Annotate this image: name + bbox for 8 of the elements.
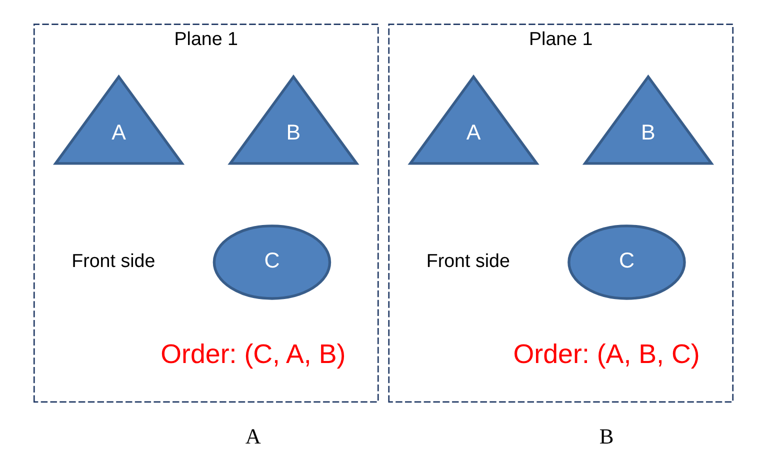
node-ellipse: C — [567, 224, 686, 300]
label: Front side — [71, 250, 155, 272]
node-ellipse: C — [212, 224, 331, 300]
label: Order: (C, A, B) — [160, 338, 346, 369]
node-label: A — [244, 424, 260, 448]
label: Front side — [426, 250, 510, 272]
node-label: B — [598, 424, 614, 448]
label: Order: (A, B, C) — [512, 338, 700, 369]
